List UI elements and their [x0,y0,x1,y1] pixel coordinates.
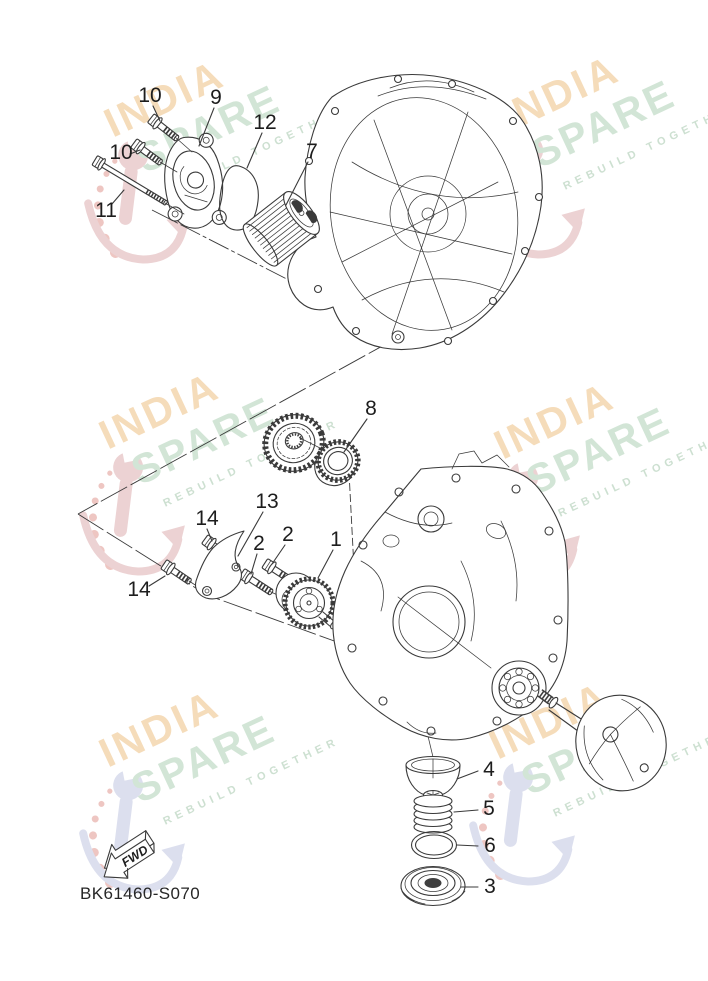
callout-4: 4 [483,758,495,781]
callout-10a: 10 [138,84,162,107]
gasket-plate-drawing [194,530,245,600]
bolt-drawing [130,138,163,166]
callout-13: 13 [255,490,279,513]
oil-filter-element-drawing [242,191,320,267]
callout-2b: 2 [282,523,294,546]
oil-pump-assembly-drawing [275,572,339,630]
part-code: BK61460-S070 [80,884,201,903]
pump-driven-gear-drawing [314,439,361,487]
callout-10b: 10 [109,141,133,164]
bolt-drawing [147,113,180,142]
callout-9: 9 [210,86,222,109]
bolt-drawing [160,559,192,585]
fwd-arrow: FWD [103,830,155,879]
crankcase-drawing [332,450,569,741]
gasket-drawing [219,165,259,231]
callout-7: 7 [306,140,318,163]
oil-seal-cap-drawing [400,865,466,907]
bearing-drawing [491,660,547,716]
crankcase-cover-drawing [287,73,544,351]
callout-5: 5 [483,797,495,820]
spring-drawing [413,794,453,834]
o-ring-drawing [410,830,458,860]
oil-pump-cover-drawing [164,132,227,229]
callout-14b: 14 [127,578,151,601]
crankshaft-drawing [537,689,667,792]
callout-1: 1 [330,528,342,551]
callout-8: 8 [365,397,377,420]
callout-11: 11 [95,199,117,222]
callout-3: 3 [484,875,496,898]
callout-2a: 2 [253,532,265,555]
callout-12: 12 [253,111,277,134]
callout-6: 6 [484,834,496,857]
oil-strainer-drawing [405,755,461,801]
callout-14a: 14 [195,507,219,530]
